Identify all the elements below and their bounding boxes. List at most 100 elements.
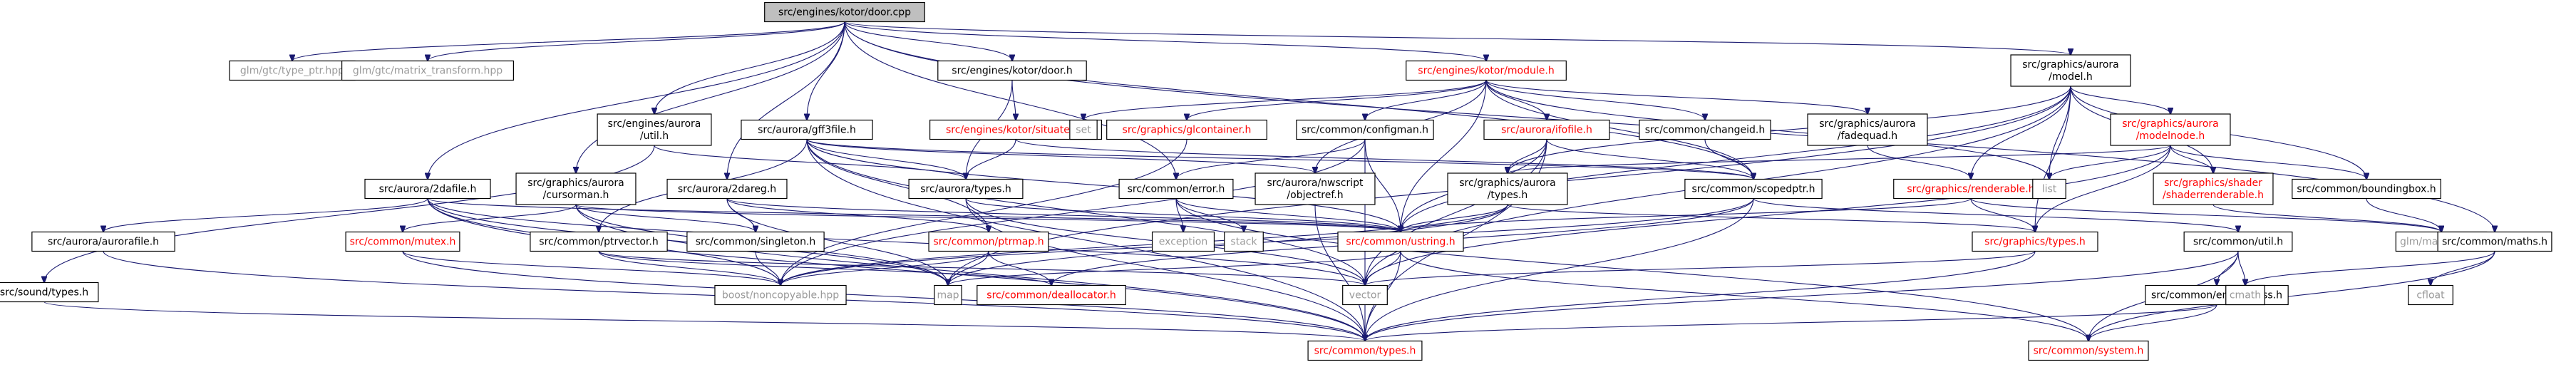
node-label: src/aurora/gff3file.h — [758, 125, 856, 136]
edge-common-ustring-h-to-map — [948, 251, 1401, 286]
graph-node-aurora-types-h[interactable]: src/aurora/types.h — [908, 178, 1024, 200]
edge-gfx-types-h-to-vector — [1365, 251, 2036, 286]
node-box — [2183, 231, 2293, 252]
graph-node-aurora-2dafile-h[interactable]: src/aurora/2dafile.h — [364, 178, 491, 200]
node-label: glm/gtc/matrix_transform.hpp — [353, 66, 503, 77]
node-label: src/aurora/types.h — [920, 184, 1011, 195]
node-box — [934, 284, 962, 306]
node-box — [1224, 231, 1264, 252]
graph-node-engines-aurora-util-h[interactable]: src/engines/aurora/util.h — [597, 113, 712, 146]
node-box — [1069, 119, 1098, 140]
node-box — [2010, 54, 2131, 87]
graph-node-aurora-2dareg-h[interactable]: src/aurora/2dareg.h — [666, 178, 788, 200]
graph-node-gfx-aurora-model-h[interactable]: src/graphics/aurora/model.h — [2010, 54, 2131, 87]
graph-node-common-changeid-h[interactable]: src/common/changeid.h — [1639, 119, 1771, 140]
graph-node-gfx-aurora-cursorman-h[interactable]: src/graphics/aurora/cursorman.h — [515, 172, 637, 205]
graph-node-boost-noncopyable[interactable]: boost/noncopyable.hpp — [714, 284, 847, 306]
graph-node-common-configman-h[interactable]: src/common/configman.h — [1296, 119, 1434, 140]
graph-node-common-maths-h[interactable]: src/common/maths.h — [2437, 231, 2552, 252]
edge-common-configman-h-to-common-ustring-h — [1364, 139, 1401, 232]
edge-gfx-shader-shaderrenderable-h-to-glm-mat4x4 — [2212, 204, 2441, 232]
edge-root-to-glm-type-ptr — [292, 21, 845, 61]
graph-node-root[interactable]: src/engines/kotor/door.cpp — [764, 1, 925, 23]
edge-gfx-aurora-fadequad-h-to-gfx-renderable-h — [1867, 145, 1971, 180]
graph-node-gfx-aurora-modelnode-h[interactable]: src/graphics/aurora/modelnode.h — [2110, 113, 2231, 146]
node-label: src/engines/kotor/door.cpp — [778, 7, 911, 19]
edge-common-maths-h-to-cmath — [2245, 251, 2495, 286]
graph-node-common-singleton-h[interactable]: src/common/singleton.h — [686, 231, 825, 252]
graph-node-aurora-aurorafile-h[interactable]: src/aurora/aurorafile.h — [31, 231, 175, 252]
graph-node-gfx-aurora-types-h[interactable]: src/graphics/aurora/types.h — [1447, 172, 1568, 205]
graph-node-common-scopedptr-h[interactable]: src/common/scopedptr.h — [1684, 178, 1823, 200]
graph-node-cmath[interactable]: cmath — [2225, 284, 2265, 306]
edge-root-to-aurora-2dafile-h — [428, 21, 845, 180]
node-label: exception — [1159, 237, 1207, 248]
graph-node-aurora-ifofile-h[interactable]: src/aurora/ifofile.h — [1483, 119, 1610, 140]
graph-node-kotor-module-h[interactable]: src/engines/kotor/module.h — [1406, 60, 1567, 81]
node-label: src/graphics/aurora — [1459, 177, 1556, 189]
node-box — [2032, 178, 2066, 200]
edge-root-to-gfx-aurora-cursorman-h — [576, 21, 845, 174]
edge-common-maths-h-to-common-system-h — [2088, 251, 2495, 341]
node-label: src/common/ptrmap.h — [933, 237, 1044, 248]
graph-node-exception[interactable]: exception — [1151, 231, 1215, 252]
edge-engines-aurora-util-h-to-sound-types-h — [44, 145, 655, 283]
node-label: /fadequad.h — [1838, 130, 1897, 142]
edge-kotor-situated-h-to-common-scopedptr-h — [1015, 139, 1753, 180]
edge-kotor-module-h-to-common-ustring-h — [1401, 80, 1487, 232]
graph-node-kotor-door-h[interactable]: src/engines/kotor/door.h — [937, 60, 1087, 81]
graph-node-glm-type-ptr[interactable]: glm/gtc/type_ptr.hpp — [229, 60, 356, 81]
graph-node-gfx-glcontainer-h[interactable]: src/graphics/glcontainer.h — [1106, 119, 1267, 140]
edge-kotor-door-h-to-kotor-situated-h — [1011, 80, 1016, 120]
graph-node-gfx-aurora-fadequad-h[interactable]: src/graphics/aurora/fadequad.h — [1807, 113, 1928, 146]
node-label: src/graphics/glcontainer.h — [1123, 125, 1252, 136]
graph-node-common-types-h[interactable]: src/common/types.h — [1307, 340, 1423, 361]
graph-node-gfx-types-h[interactable]: src/graphics/types.h — [1972, 231, 2098, 252]
edge-aurora-2dareg-h-to-common-ptrmap-h — [726, 198, 989, 232]
node-box — [2153, 172, 2274, 205]
graph-node-common-system-h[interactable]: src/common/system.h — [2028, 340, 2149, 361]
node-box — [2408, 284, 2453, 306]
edge-common-ptrvector-h-to-vector — [598, 251, 1365, 286]
graph-node-aurora-nwscript-objectref-h[interactable]: src/aurora/nwscript/objectref.h — [1254, 172, 1376, 205]
node-box — [0, 282, 99, 303]
edge-common-ptrmap-h-to-boost-noncopyable — [780, 251, 989, 286]
node-label: src/aurora/nwscript — [1267, 177, 1364, 189]
graph-node-common-boundingbox-h[interactable]: src/common/boundingbox.h — [2292, 178, 2441, 200]
graph-node-common-error-h[interactable]: src/common/error.h — [1118, 178, 1234, 200]
edge-gfx-aurora-modelnode-h-to-gfx-aurora-types-h — [1508, 145, 2171, 173]
graph-node-common-deallocator-h[interactable]: src/common/deallocator.h — [977, 284, 1126, 306]
graph-node-common-ptrmap-h[interactable]: src/common/ptrmap.h — [928, 231, 1049, 252]
graph-node-common-ptrvector-h[interactable]: src/common/ptrvector.h — [530, 231, 668, 252]
node-label: cmath — [2230, 290, 2261, 301]
node-label: src/sound/types.h — [0, 287, 88, 299]
graph-node-common-ustring-h[interactable]: src/common/ustring.h — [1337, 231, 1464, 252]
node-box — [666, 178, 788, 200]
node-label: /objectref.h — [1287, 190, 1343, 201]
node-label: src/common/deallocator.h — [986, 290, 1116, 301]
node-label: src/graphics/aurora — [527, 177, 624, 189]
graph-node-map[interactable]: map — [934, 284, 962, 306]
graph-node-common-util-h[interactable]: src/common/util.h — [2183, 231, 2293, 252]
graph-node-stack[interactable]: stack — [1224, 231, 1264, 252]
graph-node-set[interactable]: set — [1069, 119, 1098, 140]
edge-gfx-aurora-cursorman-h-to-common-mutex-h — [403, 204, 577, 232]
edge-gfx-aurora-model-h-to-common-ustring-h — [1401, 86, 2071, 232]
graph-node-gfx-renderable-h[interactable]: src/graphics/renderable.h — [1893, 178, 2049, 200]
graph-node-aurora-gff3file-h[interactable]: src/aurora/gff3file.h — [741, 119, 873, 140]
node-box — [2292, 178, 2441, 200]
graph-node-vector[interactable]: vector — [1342, 284, 1388, 306]
graph-node-sound-types-h[interactable]: src/sound/types.h — [0, 282, 99, 303]
edge-kotor-module-h-to-common-configman-h — [1365, 80, 1487, 120]
node-box — [341, 60, 515, 81]
graph-node-glm-matrix-transform[interactable]: glm/gtc/matrix_transform.hpp — [341, 60, 515, 81]
graph-node-list[interactable]: list — [2032, 178, 2066, 200]
node-box — [2437, 231, 2552, 252]
graph-node-cfloat[interactable]: cfloat — [2408, 284, 2453, 306]
graph-node-common-endianness-h[interactable]: src/common/endianness.h — [2145, 284, 2289, 306]
node-box — [1296, 119, 1434, 140]
graph-node-common-mutex-h[interactable]: src/common/mutex.h — [345, 231, 460, 252]
node-label: src/common/types.h — [1314, 346, 1416, 357]
node-label: src/common/ustring.h — [1346, 237, 1455, 248]
graph-node-gfx-shader-shaderrenderable-h[interactable]: src/graphics/shader/shaderrenderable.h — [2153, 172, 2274, 205]
